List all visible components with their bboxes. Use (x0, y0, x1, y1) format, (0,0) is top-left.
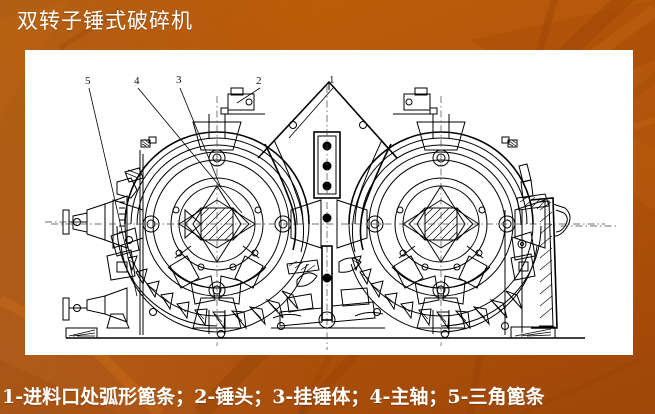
grate-sector-plates (169, 206, 264, 305)
feed-inlet-chute (257, 80, 398, 350)
top-hatch-right (393, 87, 438, 115)
callout-number-3: 3 (176, 74, 182, 86)
casing-bolt-cluster (140, 136, 157, 148)
machine-base-frame (65, 150, 585, 339)
triangular-grate-bars-left (120, 245, 308, 338)
callout-number-2: 2 (256, 75, 262, 87)
top-hatch-left (220, 87, 265, 115)
axis-center-lines (45, 96, 617, 346)
right-rotor-assembly (336, 87, 571, 338)
callout-number-5: 5 (85, 75, 91, 87)
callout-number-1: 1 (329, 74, 335, 86)
crusher-cross-section-drawing: 5 4 3 2 1 (45, 74, 617, 350)
center-discharge-linkage (271, 245, 385, 329)
callout-number-4: 4 (134, 75, 140, 87)
casing-bolt-cluster-right (501, 136, 518, 148)
figure-caption: 1-进料口处弧形篦条；2-锤头；3-挂锤体；4-主轴；5-三角篦条 (2, 386, 545, 408)
triangular-grate-bars-right (350, 245, 538, 338)
page-title: 双转子锤式破碎机 (17, 9, 193, 33)
hammers (112, 114, 322, 334)
right-access-door (510, 163, 571, 329)
left-adjust-linkage (62, 167, 144, 329)
grate-sector-plates-right (393, 206, 488, 305)
left-rotor-assembly (62, 87, 322, 338)
callout-numbers: 5 4 3 2 1 (85, 74, 335, 87)
figure-panel: 5 4 3 2 1 (25, 50, 633, 355)
